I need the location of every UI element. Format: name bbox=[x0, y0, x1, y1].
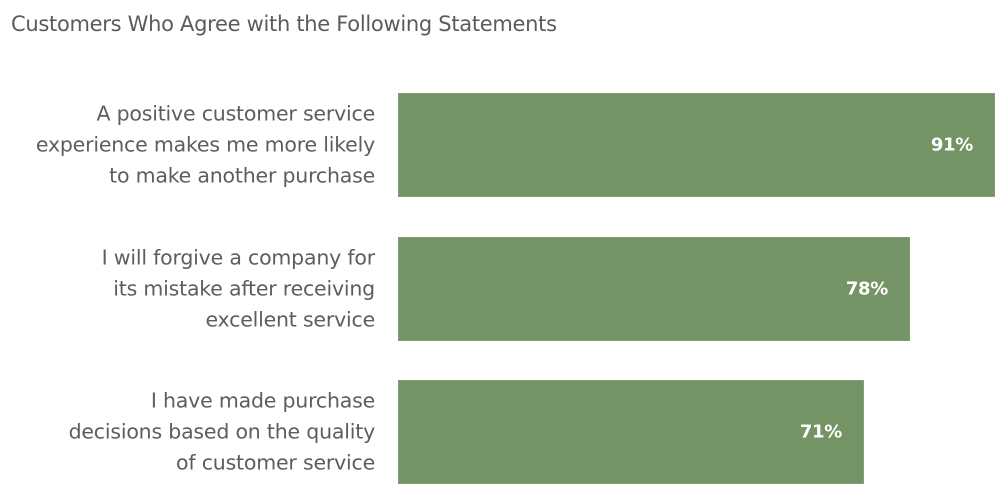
value-label: 78% bbox=[845, 278, 888, 300]
label-line: decisions based on the quality bbox=[68, 419, 376, 444]
bar: 71% bbox=[398, 380, 864, 484]
bar-row: I will forgive a company for its mistake… bbox=[0, 237, 1008, 341]
value-label: 91% bbox=[930, 134, 973, 156]
label-line: excellent service bbox=[205, 307, 376, 332]
bar: 91% bbox=[398, 93, 995, 197]
label-line: I will forgive a company for bbox=[101, 245, 376, 270]
value-label: 71% bbox=[799, 421, 842, 443]
label-line: to make another purchase bbox=[109, 163, 375, 188]
bar-row: I have made purchase decisions based on … bbox=[0, 380, 1008, 484]
category-label: I have made purchase decisions based on … bbox=[68, 386, 376, 479]
label-line: A positive customer service bbox=[96, 101, 375, 126]
label-line: its mistake after receiving bbox=[113, 276, 375, 301]
bar: 78% bbox=[398, 237, 910, 341]
category-label: A positive customer service experience m… bbox=[36, 99, 375, 192]
label-line: I have made purchase bbox=[150, 388, 375, 413]
category-label: I will forgive a company for its mistake… bbox=[101, 243, 376, 336]
chart-title: Customers Who Agree with the Following S… bbox=[11, 12, 557, 36]
label-line: experience makes me more likely bbox=[35, 132, 375, 157]
bar-row: A positive customer service experience m… bbox=[0, 93, 1008, 197]
label-line: of customer service bbox=[176, 450, 375, 475]
